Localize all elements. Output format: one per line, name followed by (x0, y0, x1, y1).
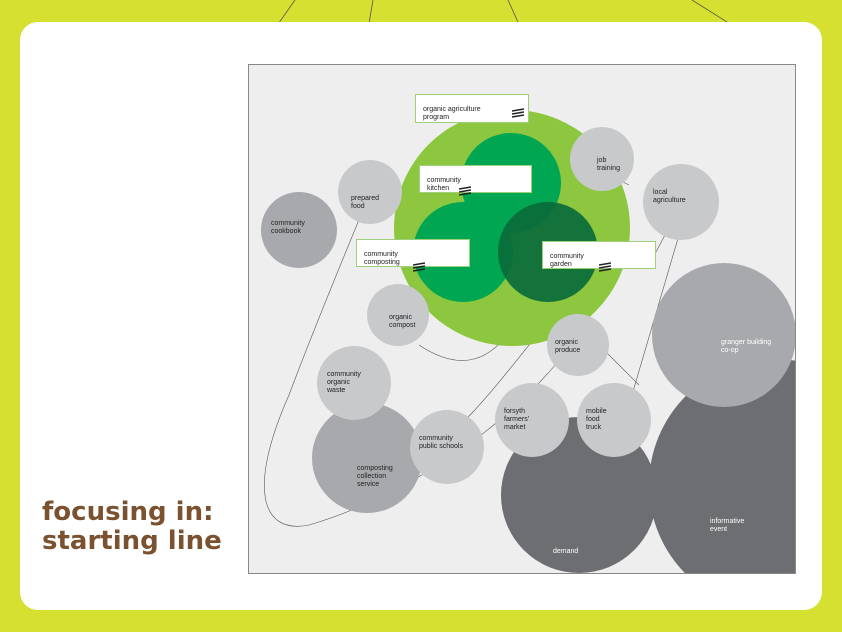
bubble-composting-collection-service (312, 403, 422, 513)
callout-garden-text: community garden (550, 253, 584, 268)
callout-program-text: organic agriculture program (423, 106, 481, 121)
label-job-training: job training (597, 157, 620, 172)
label-composting-collection-service: composting collection service (357, 465, 393, 488)
bubble-organic-compost (367, 284, 429, 346)
grip-icon (512, 108, 524, 118)
label-community-public-schools: community public schools (419, 435, 463, 450)
callout-organic-agriculture-program: organic agriculture program (415, 94, 529, 123)
grip-icon (413, 262, 425, 272)
callout-community-kitchen: community kitchen (419, 165, 532, 196)
bubble-informative-event (649, 359, 795, 573)
callout-community-composting: community composting (356, 239, 470, 272)
bubble-diagram-panel: job training local agriculture prepared … (248, 64, 796, 574)
label-local-agriculture: local agriculture (653, 189, 686, 204)
bubble-community-organic-waste (317, 346, 391, 420)
bubble-diagram (261, 110, 795, 573)
label-informative-event: informative event (710, 518, 745, 533)
bubble-community-public-schools (410, 410, 484, 484)
callout-community-garden: community garden (542, 241, 656, 272)
callout-composting-text: community composting (364, 251, 400, 266)
label-organic-compost: organic compost (389, 314, 416, 329)
slide-heading: focusing in: starting line (42, 497, 222, 556)
grip-icon (459, 186, 471, 196)
label-granger-building-coop: granger building co-op (721, 339, 772, 354)
label-forsyth-farmers-market: forsyth farmers' market (504, 408, 530, 431)
bubble-forsyth-farmers-market (495, 383, 569, 457)
label-demand: demand (553, 548, 579, 555)
bubble-mobile-food-truck (577, 383, 651, 457)
bubble-community-cookbook (261, 192, 337, 268)
label-mobile-food-truck: mobile food truck (586, 408, 607, 431)
bubble-job-training (570, 127, 634, 191)
label-community-cookbook: community cookbook (271, 220, 305, 235)
label-prepared-food: prepared food (351, 195, 380, 210)
callout-kitchen-text: community kitchen (427, 177, 461, 192)
bubble-local-agriculture (643, 164, 719, 240)
bubble-prepared-food (338, 160, 402, 224)
bubble-granger-building-coop (652, 263, 795, 407)
label-community-organic-waste: community organic waste (327, 371, 361, 394)
label-organic-produce: organic produce (555, 339, 581, 354)
bubble-organic-produce (547, 314, 609, 376)
grip-icon (599, 262, 611, 272)
